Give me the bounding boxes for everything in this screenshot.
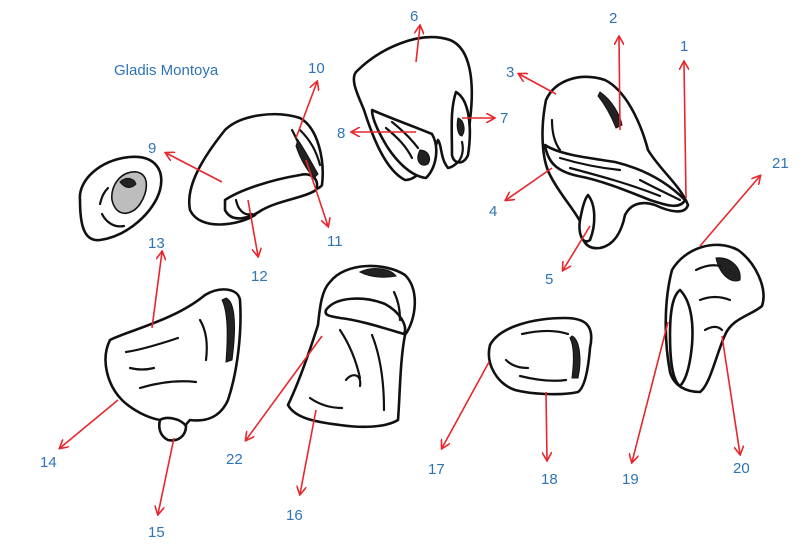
label-22: 22 <box>226 451 243 468</box>
label-6: 6 <box>410 8 418 25</box>
label-8: 8 <box>337 125 345 142</box>
bone-c <box>352 35 474 182</box>
arrow-14 <box>60 399 119 448</box>
arrow-22 <box>246 335 323 440</box>
label-12: 12 <box>251 268 268 285</box>
arrow-6 <box>416 26 420 63</box>
arrow-10 <box>295 82 317 139</box>
arrow-17 <box>442 361 490 448</box>
arrow-15 <box>158 437 175 514</box>
arrow-3 <box>519 74 557 95</box>
bone-g <box>487 316 593 396</box>
arrow-21 <box>699 176 760 247</box>
arrow-5 <box>563 225 591 270</box>
bone-b <box>187 112 324 226</box>
label-9: 9 <box>148 140 156 157</box>
label-3: 3 <box>506 64 514 81</box>
label-11: 11 <box>327 233 343 250</box>
label-20: 20 <box>733 460 750 477</box>
label-17: 17 <box>428 461 445 478</box>
arrow-2 <box>619 37 620 131</box>
label-2: 2 <box>609 10 617 27</box>
label-7: 7 <box>500 110 508 127</box>
label-13: 13 <box>148 235 165 252</box>
arrow-11 <box>305 159 328 226</box>
arrow-13 <box>151 252 162 329</box>
bone-small-oval <box>78 155 163 242</box>
number-labels: 1 2 3 4 5 6 7 8 9 10 11 12 13 14 15 16 1… <box>40 8 789 541</box>
arrow-1 <box>684 62 686 199</box>
arrow-4 <box>506 167 553 200</box>
label-15: 15 <box>148 524 165 541</box>
label-4: 4 <box>489 203 497 220</box>
label-14: 14 <box>40 454 57 471</box>
arrow-9 <box>166 153 223 183</box>
arrow-19 <box>632 321 669 462</box>
arrow-12 <box>247 199 258 256</box>
label-19: 19 <box>622 471 639 488</box>
label-16: 16 <box>286 507 303 524</box>
pointer-arrows <box>60 26 760 514</box>
bone-e <box>104 288 242 442</box>
arrow-20 <box>721 335 740 454</box>
arrow-16 <box>300 409 317 494</box>
author-name: Gladis Montoya <box>114 62 219 79</box>
label-18: 18 <box>541 471 558 488</box>
arrow-18 <box>546 391 547 460</box>
label-1: 1 <box>680 38 688 55</box>
bone-d <box>541 75 690 250</box>
label-5: 5 <box>545 271 553 288</box>
bone-h <box>664 243 765 394</box>
bone-f <box>286 264 417 429</box>
label-10: 10 <box>308 60 325 77</box>
label-21: 21 <box>772 155 789 172</box>
